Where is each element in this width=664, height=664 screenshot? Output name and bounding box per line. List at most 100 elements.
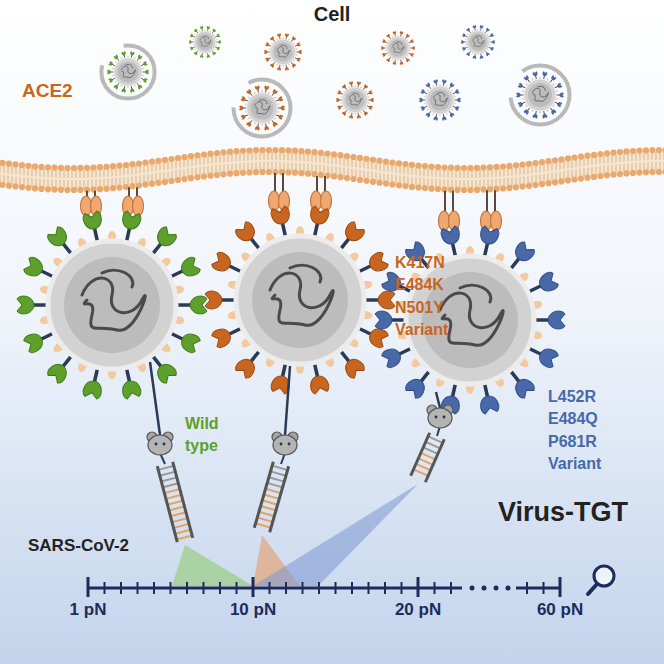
lipid-head [129, 183, 135, 189]
spike-head [216, 46, 220, 50]
lipid-tail [652, 162, 653, 170]
ace2-receptor [321, 191, 332, 211]
lipid-tail [48, 179, 49, 187]
spike-head [23, 256, 46, 279]
lipid-head [77, 187, 83, 193]
lipid-tail [644, 162, 645, 170]
dna-strand [254, 462, 273, 528]
lipid-tail [136, 176, 137, 184]
spike-head [462, 47, 466, 51]
lipid-tail [224, 164, 225, 172]
lipid-head [38, 164, 44, 170]
lipid-tail [244, 163, 245, 171]
lipid-tail [476, 180, 477, 188]
lipid-tail [368, 161, 369, 169]
dna-base-pair [262, 500, 277, 505]
lipid-tail [600, 166, 601, 174]
lipid-head [116, 163, 122, 169]
viral-rna [200, 36, 211, 46]
lipid-head [175, 177, 181, 183]
lipid-tail [484, 170, 485, 178]
lipid-tail [364, 161, 365, 169]
lipid-tail [604, 156, 605, 164]
virus-envelope [194, 31, 216, 53]
lipid-head [545, 158, 551, 164]
lipid-tail [256, 152, 257, 160]
lipid-tail [24, 177, 25, 185]
spike-head [342, 84, 347, 89]
lipid-tail [644, 152, 645, 160]
lipid-head [558, 156, 564, 162]
spike-head [178, 256, 201, 279]
lipid-head [97, 186, 103, 192]
lipid-tail [208, 166, 209, 174]
spike-head [342, 220, 367, 244]
axis-tick [120, 582, 122, 594]
dna-base-pair [256, 523, 271, 527]
lipid-tail [404, 176, 405, 184]
spike-head [130, 88, 135, 93]
lipid-tail [120, 178, 121, 186]
lipid-head [409, 162, 415, 168]
lipid-tail [192, 158, 193, 166]
lipid-head [357, 177, 363, 183]
lipid-tail [500, 169, 501, 177]
method-title: Virus-TGT [498, 496, 628, 528]
spike-head [512, 375, 537, 399]
spike-head [560, 93, 564, 97]
dna-base-pair [428, 436, 443, 443]
lipid-head [526, 183, 532, 189]
spike-head [121, 210, 142, 231]
lipid-head [597, 173, 603, 179]
lipid-tail [64, 180, 65, 188]
dna-strand [173, 462, 193, 538]
lipid-head [539, 159, 545, 165]
lipid-head [298, 148, 304, 154]
lipid-tail [528, 176, 529, 184]
lipid-tail [320, 165, 321, 173]
lipid-head [227, 149, 233, 155]
lipid-tail [376, 172, 377, 180]
spike-head [363, 84, 368, 89]
lipid-tail [168, 172, 169, 180]
spike-head [410, 39, 414, 43]
viral-rna [255, 100, 270, 114]
lipid-tail [228, 154, 229, 162]
lipid-tail [508, 168, 509, 176]
lipid-tail [420, 168, 421, 176]
lipid-head [201, 151, 207, 157]
force-axis [88, 587, 462, 590]
virus [419, 79, 461, 121]
tether-linker [436, 392, 440, 408]
spike-head [264, 126, 269, 131]
lipid-head [441, 164, 447, 170]
lipid-tail [152, 174, 153, 182]
lipid-tail [356, 169, 357, 177]
lipid-head [58, 187, 64, 193]
spike-head [357, 81, 361, 85]
lipid-tail [392, 174, 393, 182]
lipid-tail [164, 162, 165, 170]
lipid-tail [488, 169, 489, 177]
lipid-tail [292, 163, 293, 171]
lipid-tail [108, 169, 109, 177]
spike-head [291, 36, 296, 41]
lipid-tail [4, 165, 5, 173]
lipid-head [207, 151, 213, 157]
spike-head [17, 296, 34, 314]
spike-head [382, 53, 386, 57]
lipid-tail [324, 165, 325, 173]
lipid-bilayer [0, 149, 664, 191]
lipid-head [636, 170, 642, 176]
spike-head [466, 28, 470, 32]
virus-envelope [114, 58, 142, 86]
variant-label: L452R E484Q P681R Variant [548, 386, 601, 476]
spike-head [457, 98, 461, 102]
lipid-head [181, 154, 187, 160]
lipid-tail [544, 174, 545, 182]
endosome-vesicle [511, 66, 570, 125]
spike-head [480, 25, 484, 29]
lipid-head [350, 176, 356, 182]
lipid-head [149, 181, 155, 187]
lipid-tail [352, 159, 353, 167]
